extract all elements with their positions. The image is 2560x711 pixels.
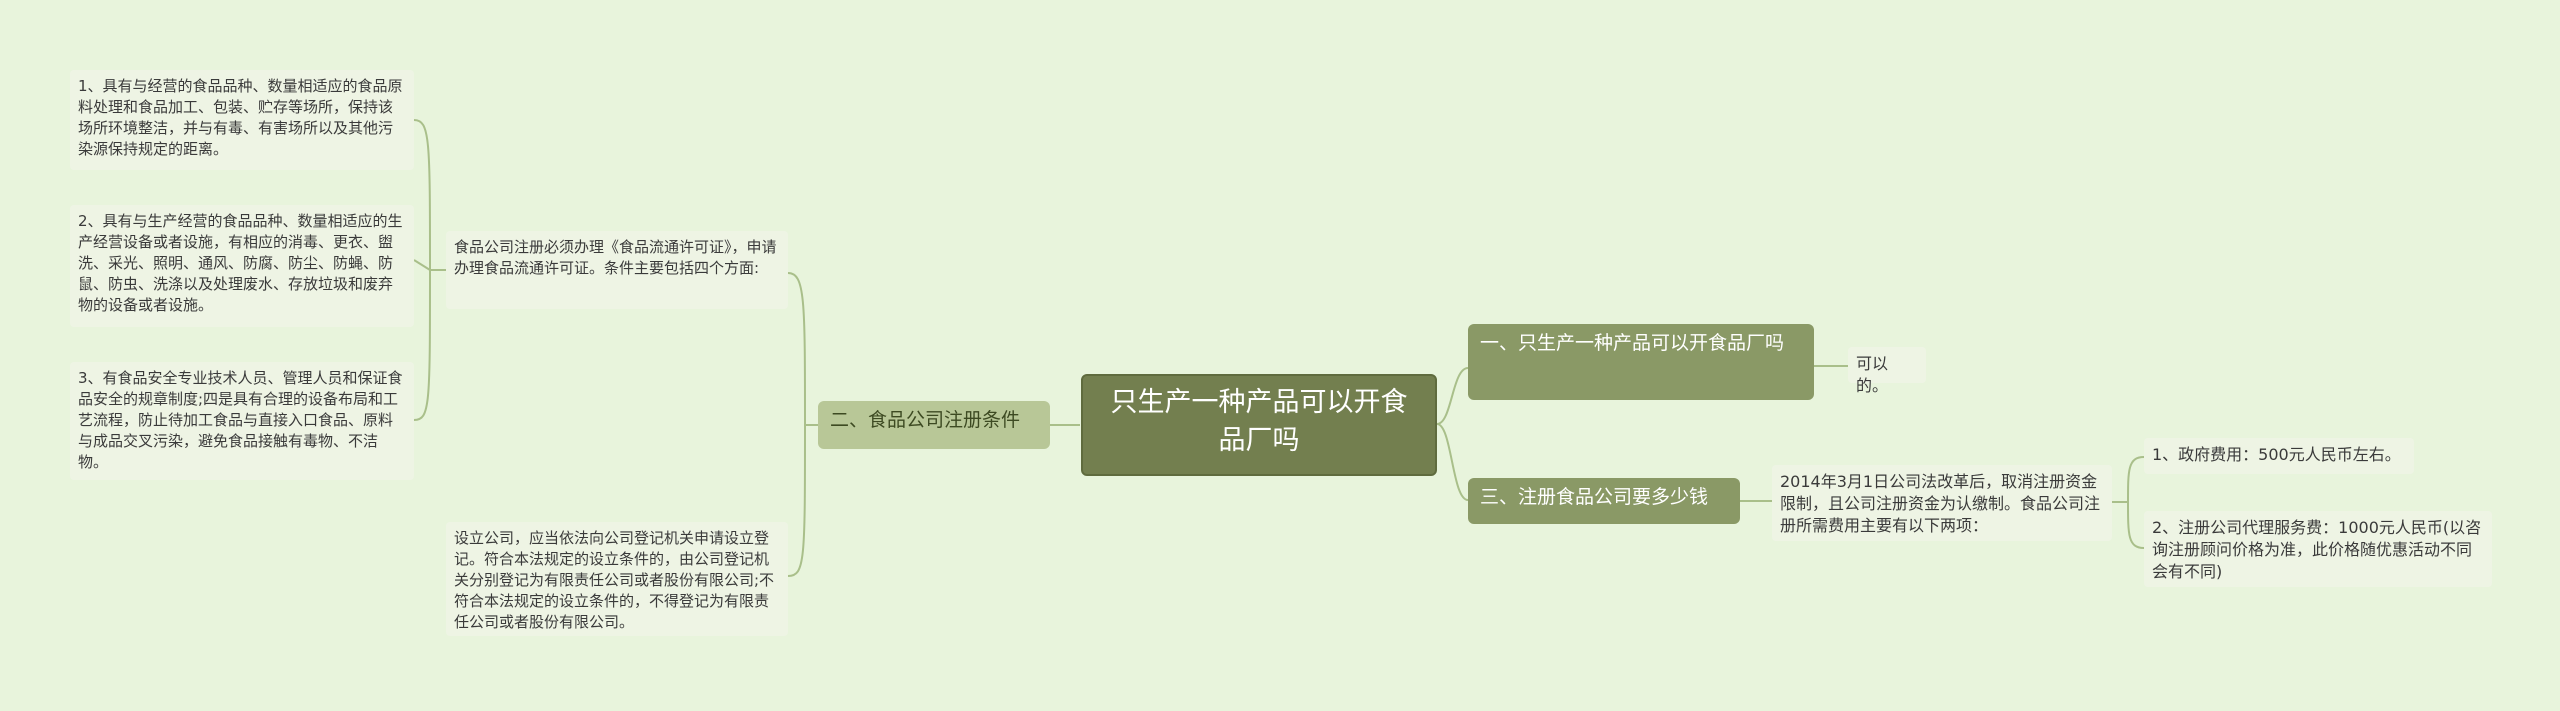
- branch-left[interactable]: 二、食品公司注册条件: [818, 401, 1050, 449]
- condition-item-2[interactable]: 2、具有与生产经营的食品品种、数量相适应的生产经营设备或者设施，有相应的消毒、更…: [70, 205, 414, 327]
- condition-item-3-text: 3、有食品安全专业技术人员、管理人员和保证食品安全的规章制度;四是具有合理的设备…: [78, 369, 403, 471]
- condition-item-1-text: 1、具有与经营的食品品种、数量相适应的食品原料处理和食品加工、包装、贮存等场所，…: [78, 77, 403, 158]
- condition-item-3[interactable]: 3、有食品安全专业技术人员、管理人员和保证食品安全的规章制度;四是具有合理的设备…: [70, 362, 414, 480]
- root-topic-text: 只生产一种产品可以开食品厂吗: [1110, 387, 1408, 456]
- branch-right-1-child-text: 可以的。: [1856, 354, 1889, 395]
- branch-right-1-child[interactable]: 可以的。: [1848, 347, 1926, 395]
- branch-right-2-item-2[interactable]: 2、注册公司代理服务费：1000元人民币(以咨询注册顾问价格为准，此价格随优惠活…: [2144, 511, 2492, 587]
- connector-left-branch-to-children: [787, 272, 818, 577]
- branch-right-2-detail[interactable]: 2014年3月1日公司法改革后，取消注册资金限制，且公司注册资金为认缴制。食品公…: [1772, 465, 2112, 541]
- branch-right-2-label: 三、注册食品公司要多少钱: [1480, 486, 1709, 508]
- branch-right-1[interactable]: 一、只生产一种产品可以开食品厂吗: [1468, 324, 1814, 400]
- branch-right-1-label: 一、只生产一种产品可以开食品厂吗: [1480, 332, 1785, 354]
- branch-left-child-2-text: 设立公司，应当依法向公司登记机关申请设立登记。符合本法规定的设立条件的，由公司登…: [454, 529, 775, 631]
- connector-root-to-branch-1: [1436, 367, 1469, 425]
- branch-right-2-detail-text: 2014年3月1日公司法改革后，取消注册资金限制，且公司注册资金为认缴制。食品公…: [1780, 472, 2101, 535]
- branch-left-label: 二、食品公司注册条件: [830, 409, 1021, 431]
- connector-child-1-to-items: [413, 119, 446, 421]
- branch-right-2-item-2-text: 2、注册公司代理服务费：1000元人民币(以咨询注册顾问价格为准，此价格随优惠活…: [2152, 518, 2482, 581]
- branch-left-child-1[interactable]: 食品公司注册必须办理《食品流通许可证》，申请办理食品流通许可证。条件主要包括四个…: [446, 231, 788, 309]
- branch-left-child-1-text: 食品公司注册必须办理《食品流通许可证》，申请办理食品流通许可证。条件主要包括四个…: [454, 238, 777, 277]
- connector-detail-to-items: [2112, 456, 2145, 549]
- root-topic[interactable]: 只生产一种产品可以开食品厂吗: [1081, 374, 1437, 476]
- connector-root-to-branch-3: [1436, 423, 1469, 501]
- branch-right-2[interactable]: 三、注册食品公司要多少钱: [1468, 478, 1740, 524]
- branch-right-2-item-1-text: 1、政府费用：500元人民币左右。: [2152, 445, 2401, 464]
- condition-item-2-text: 2、具有与生产经营的食品品种、数量相适应的生产经营设备或者设施，有相应的消毒、更…: [78, 212, 403, 314]
- condition-item-1[interactable]: 1、具有与经营的食品品种、数量相适应的食品原料处理和食品加工、包装、贮存等场所，…: [70, 70, 414, 170]
- branch-right-2-item-1[interactable]: 1、政府费用：500元人民币左右。: [2144, 438, 2414, 474]
- branch-left-child-2[interactable]: 设立公司，应当依法向公司登记机关申请设立登记。符合本法规定的设立条件的，由公司登…: [446, 522, 788, 636]
